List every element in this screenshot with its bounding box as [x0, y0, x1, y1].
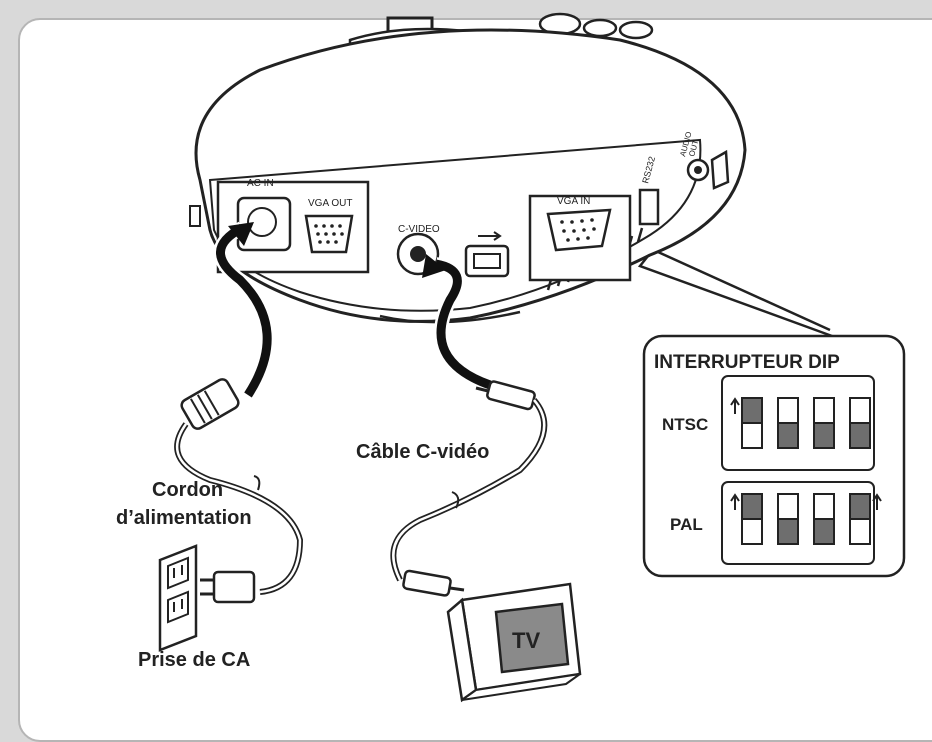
- audio-out-label-line2: OUT: [687, 139, 700, 158]
- up-arrow-icon: [730, 397, 740, 414]
- vga-out-port: [304, 214, 354, 254]
- tv-label: TV: [512, 628, 540, 653]
- dip-switch-knob-up: [741, 397, 763, 424]
- dip-switch-knob-down: [777, 518, 799, 545]
- power-cord-label-line1: Cordon: [152, 479, 223, 501]
- dip-switch-knob-down: [813, 518, 835, 545]
- rca-plug-top: [486, 380, 536, 411]
- up-arrow-icon: [872, 493, 882, 510]
- ac-outlet: [158, 544, 198, 652]
- c-video-cable: [390, 380, 548, 597]
- rs232-port: [638, 188, 660, 226]
- vga-out-label: VGA OUT: [308, 198, 352, 209]
- dip-switch-knob-up: [741, 493, 763, 520]
- ac-outlet-label: Prise de CA: [138, 649, 250, 671]
- vga-in-port: [546, 208, 612, 252]
- power-cord-connector: [180, 378, 240, 430]
- dip-switch-knob-down: [777, 422, 799, 449]
- document-camera: [189, 12, 747, 324]
- usb-symbol-icon: [478, 231, 502, 241]
- up-arrow-icon: [730, 493, 740, 510]
- rca-plug-bottom: [402, 569, 452, 597]
- dip-switch-knob-up: [849, 493, 871, 520]
- power-cord: [174, 378, 304, 604]
- power-cord-label-line2: d’alimentation: [116, 507, 252, 529]
- side-button: [189, 205, 201, 227]
- dip-mode-label-ntsc: NTSC: [662, 415, 708, 434]
- c-video-connection-arrow: [422, 254, 493, 392]
- power-connection-arrow: [213, 221, 275, 399]
- usb-a-port: [710, 149, 730, 190]
- c-video-cable-label: Câble C-vidéo: [356, 441, 489, 463]
- dip-mode-label-pal: PAL: [670, 515, 703, 534]
- c-video-label: C-VIDEO: [398, 224, 440, 235]
- tv-monitor: [446, 582, 582, 703]
- ac-in-label: AC IN: [247, 178, 274, 189]
- dip-switch-toggles: [730, 397, 882, 545]
- dip-switch-knob-down: [849, 422, 871, 449]
- power-plug: [212, 570, 256, 604]
- dip-switch-knob-down: [813, 422, 835, 449]
- vga-in-label: VGA IN: [557, 196, 590, 207]
- tv-screen: [494, 602, 570, 674]
- dip-switch-title: INTERRUPTEUR DIP: [654, 352, 840, 373]
